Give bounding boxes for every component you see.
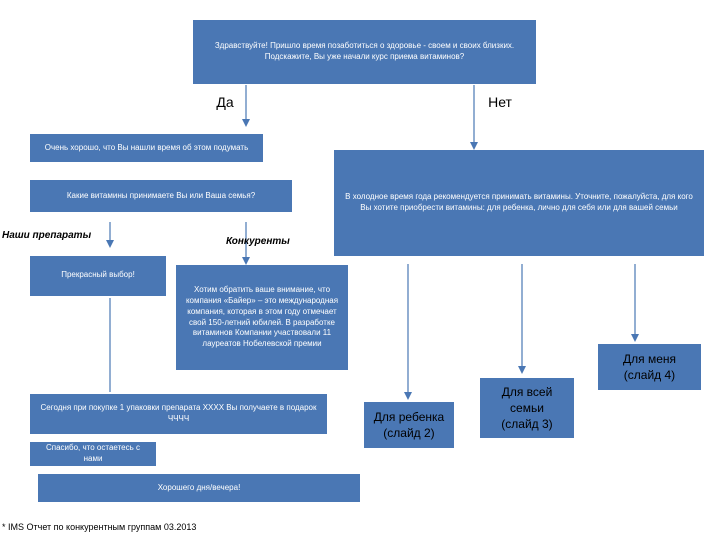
promo-box: Сегодня при покупке 1 упаковки препарата… xyxy=(30,394,327,434)
competitors-label: Конкуренты xyxy=(226,236,290,247)
thanks-box: Спасибо, что остаетесь с нами xyxy=(30,442,156,466)
yes-label: Да xyxy=(216,94,234,110)
for-me-box: Для меня (слайд 4) xyxy=(598,344,701,390)
greeting-box: Здравствуйте! Пришло время позаботиться … xyxy=(193,20,536,84)
bayer-info-box: Хотим обратить ваше внимание, что компан… xyxy=(176,265,348,370)
good-time-box: Очень хорошо, что Вы нашли время об этом… xyxy=(30,134,263,162)
no-label: Нет xyxy=(488,94,512,110)
excellent-choice-box: Прекрасный выбор! xyxy=(30,256,166,296)
which-vitamins-box: Какие витамины принимаете Вы или Ваша се… xyxy=(30,180,292,212)
for-child-box: Для ребенка (слайд 2) xyxy=(364,402,454,448)
footnote: * IMS Отчет по конкурентным группам 03.2… xyxy=(2,522,197,532)
cold-season-box: В холодное время года рекомендуется прин… xyxy=(334,150,704,256)
our-products-label: Наши препараты xyxy=(2,230,92,241)
for-family-box: Для всей семьи (слайд 3) xyxy=(480,378,574,438)
good-day-box: Хорошего дня/вечера! xyxy=(38,474,360,502)
